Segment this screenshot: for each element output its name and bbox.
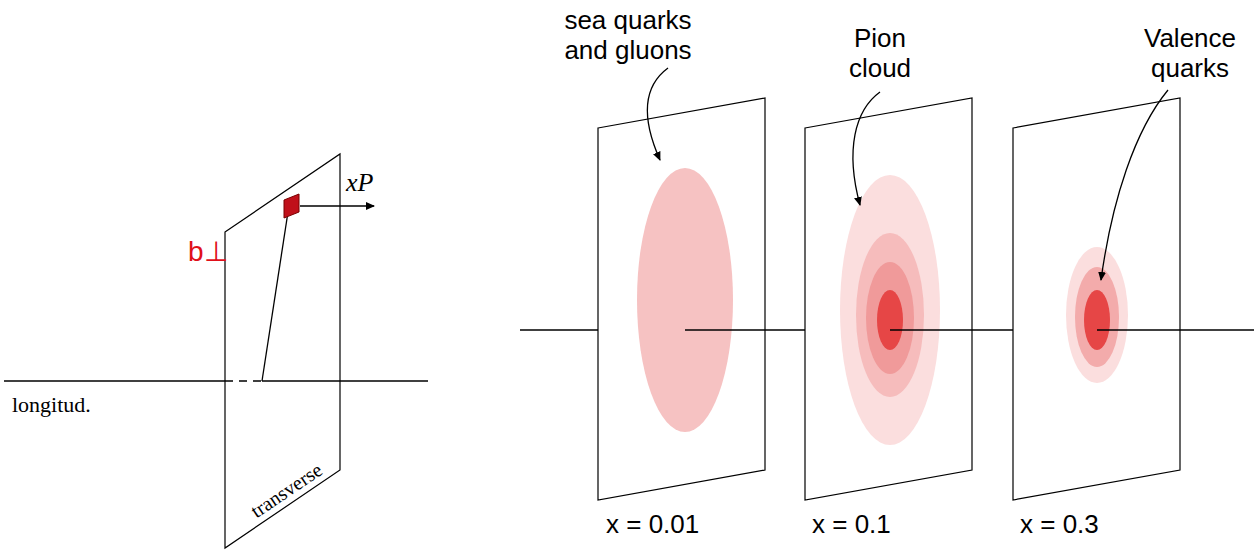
x-value-label: x = 0.1 — [812, 510, 891, 540]
longitudinal-axis — [890, 329, 1013, 331]
density-ring — [1075, 267, 1119, 367]
transverse-plane — [805, 98, 972, 500]
parton-patch — [284, 194, 299, 218]
transverse-plane — [225, 154, 340, 548]
momentum-arrow — [300, 205, 374, 207]
momentum-label: xP — [346, 168, 373, 198]
density-core — [1084, 290, 1110, 350]
leader-arrow — [853, 92, 880, 205]
longitudinal-axis — [4, 380, 225, 382]
pion-cloud-distribution — [840, 175, 940, 445]
x-value-label: x = 0.01 — [606, 510, 699, 540]
longitudinal-axis — [520, 329, 598, 331]
valence-distribution — [1066, 247, 1128, 383]
leader-arrow — [1101, 90, 1168, 280]
transverse-plane — [598, 98, 765, 500]
leader-arrow — [648, 68, 668, 160]
sea-distribution — [637, 168, 733, 432]
callout-label: Pion cloud — [835, 24, 925, 84]
callout-label: Valence quarks — [1130, 24, 1250, 84]
callout-label: sea quarks and gluons — [553, 6, 703, 66]
density-core — [877, 290, 903, 350]
longitudinal-axis — [685, 329, 805, 331]
longitudinal-axis — [262, 380, 428, 382]
hidden-axis — [225, 380, 262, 382]
density-ring — [866, 262, 914, 374]
longitudinal-axis — [1097, 329, 1254, 331]
density-ring — [856, 233, 924, 397]
axis-label: longitud. — [12, 392, 91, 417]
x-value-label: x = 0.3 — [1020, 510, 1099, 540]
impact-parameter-label: b⊥ — [188, 236, 228, 268]
transverse-plane — [1013, 98, 1180, 500]
impact-parameter-line — [262, 212, 288, 381]
